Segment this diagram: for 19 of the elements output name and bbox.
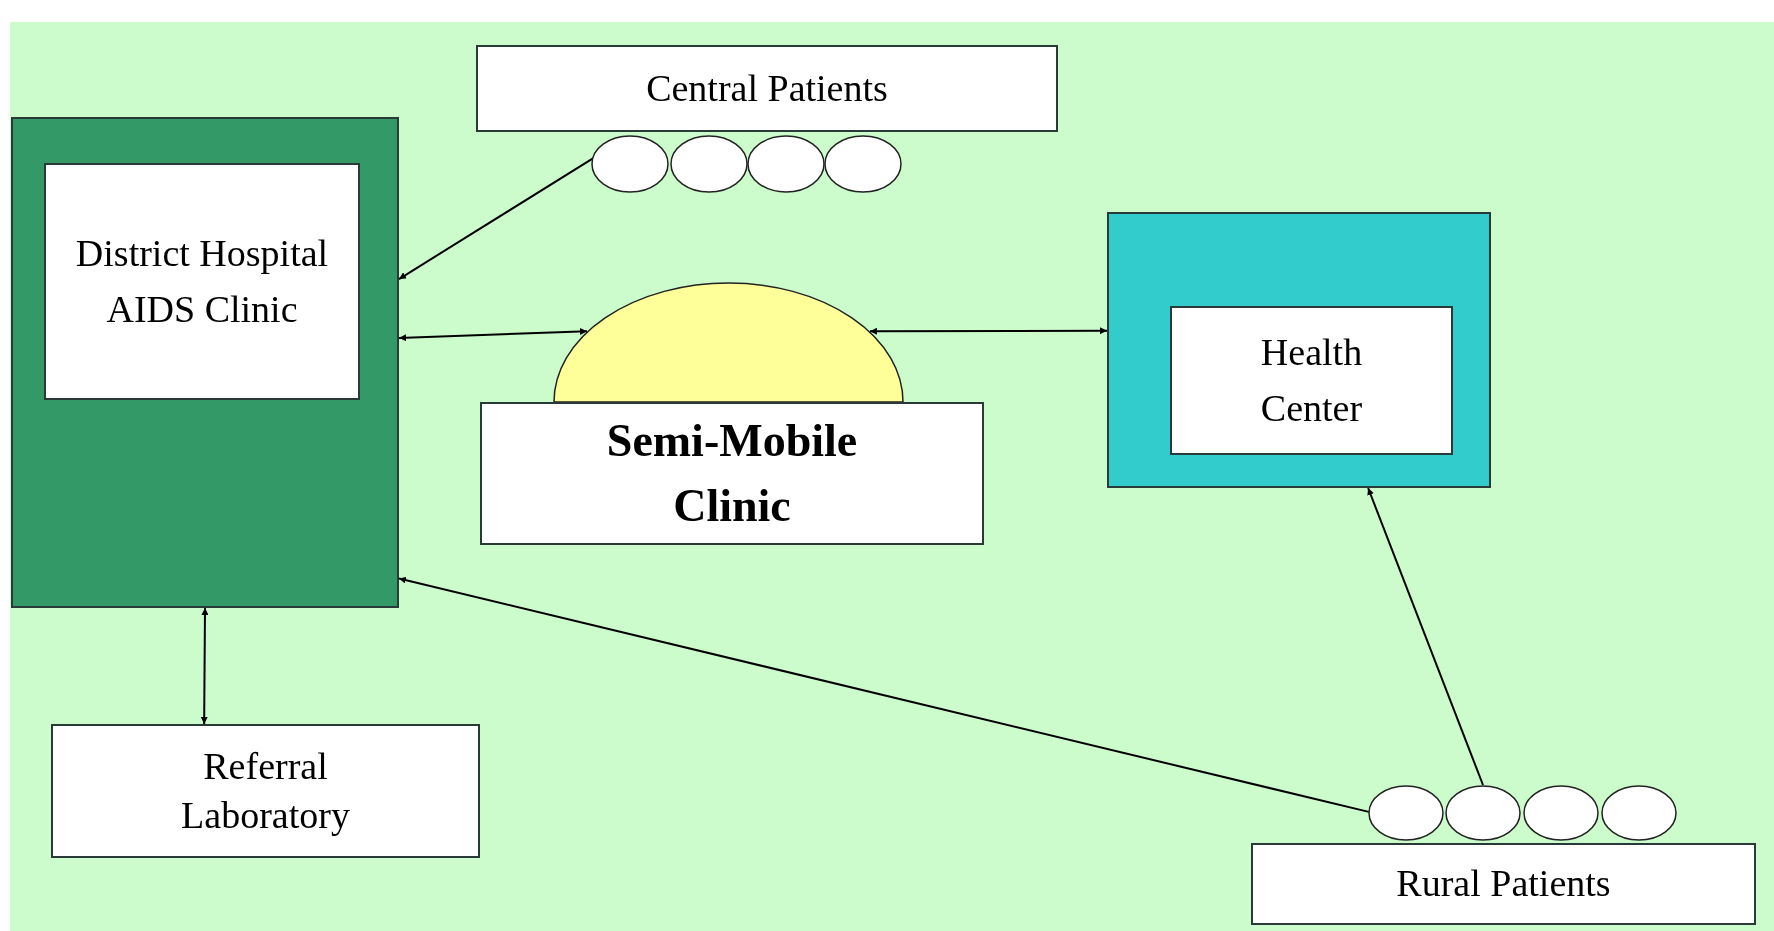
node-label: Health Center [1259, 330, 1364, 431]
node-label: Referral Laboratory [180, 743, 351, 838]
node-label: Rural Patients [1395, 861, 1612, 907]
hospital-panel [11, 117, 399, 608]
health-center-panel [1107, 212, 1491, 488]
clinic-box [44, 163, 360, 400]
arrow [868, 327, 1108, 335]
arrow [200, 607, 209, 725]
patient-group-box [476, 45, 1058, 132]
node-label: Central Patients [645, 65, 889, 111]
arrow [398, 576, 1370, 813]
patient-group-box [1251, 843, 1756, 925]
laboratory-box [51, 724, 480, 858]
node-label: District Hospital AIDS Clinic [74, 231, 330, 332]
clinic-box [480, 402, 984, 545]
node-label: Semi-Mobile Clinic [605, 414, 859, 533]
arrow [1367, 487, 1484, 786]
arrow [398, 327, 589, 342]
health-center-box [1170, 306, 1453, 455]
